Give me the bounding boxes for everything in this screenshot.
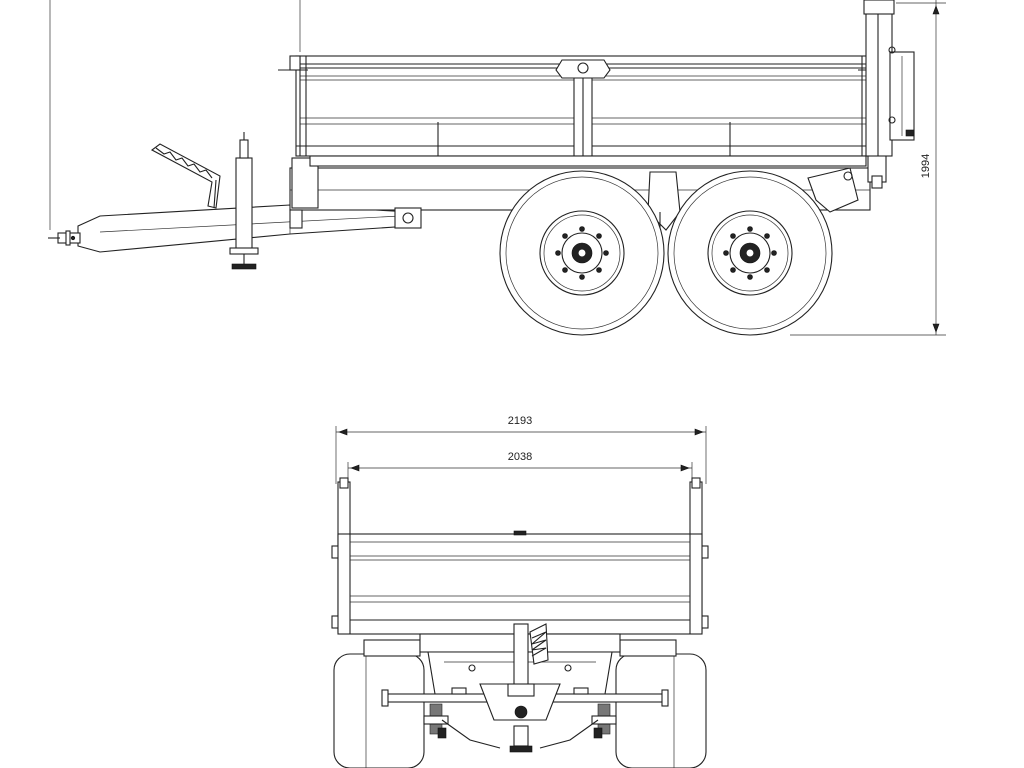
front-view: 2193 2038 xyxy=(331,415,709,768)
support-jack xyxy=(229,132,259,270)
rear-tailgate xyxy=(863,0,915,157)
wheel-rear xyxy=(667,170,833,336)
side-view: 1994 xyxy=(48,0,946,336)
front-wall xyxy=(337,530,703,635)
width-dimension-overall: 2193 xyxy=(335,415,707,484)
height-dimension: 1994 xyxy=(790,0,946,336)
dimension-label-height: 1994 xyxy=(920,154,932,178)
undercarriage xyxy=(381,623,669,753)
drawbar xyxy=(48,204,411,253)
dimension-label-overall-width: 2193 xyxy=(508,415,532,427)
access-ladder xyxy=(150,143,221,209)
width-dimension-body: 2038 xyxy=(347,451,693,492)
tipping-body xyxy=(278,55,886,167)
dimension-label-body-width: 2038 xyxy=(508,451,532,463)
wheel-front xyxy=(499,170,665,336)
